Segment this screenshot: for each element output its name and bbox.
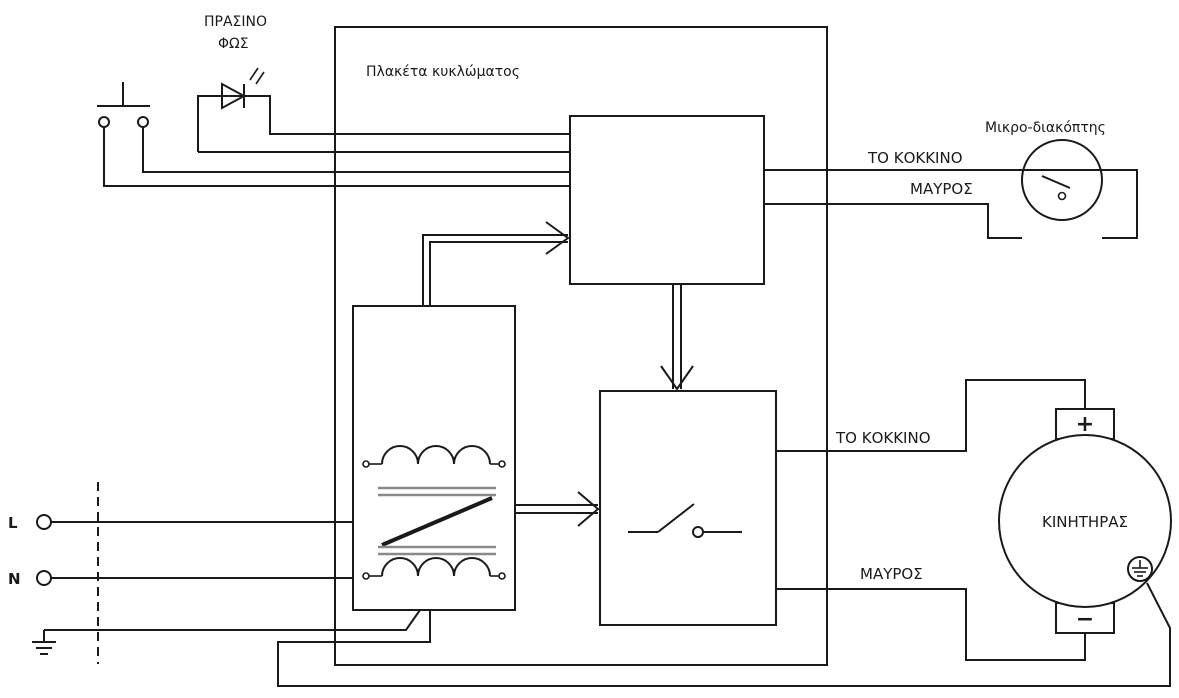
black-wire-label-top: ΜΑΥΡΟΣ bbox=[910, 180, 973, 198]
motor-plus-sign: + bbox=[1076, 412, 1094, 437]
motor: ΚΙΝΗΤΗΡΑΣ + − bbox=[998, 408, 1172, 634]
ground-icon bbox=[32, 630, 56, 655]
black-wire-label-motor: ΜΑΥΡΟΣ bbox=[860, 565, 923, 583]
relay-switch-icon bbox=[628, 503, 742, 538]
ground-wire bbox=[44, 609, 421, 631]
red-wire-label-top: ΤΟ ΚΟΚΚΙΝΟ bbox=[867, 149, 963, 167]
controller-block bbox=[569, 115, 765, 285]
red-wire-motor bbox=[776, 379, 1086, 452]
led-icon bbox=[197, 67, 570, 153]
relay-block bbox=[599, 390, 777, 626]
circuit-board-label: Πλακέτα κυκλώματος bbox=[366, 64, 520, 80]
red-wire-label-motor: ΤΟ ΚΟΚΚΙΝΟ bbox=[835, 429, 931, 447]
motor-minus-sign: − bbox=[1076, 607, 1094, 632]
black-wire-top bbox=[764, 203, 1022, 239]
transformer-icon bbox=[362, 445, 506, 580]
terminal-n bbox=[36, 570, 52, 586]
terminal-l bbox=[36, 514, 52, 530]
arrow-controller-to-relay bbox=[660, 284, 694, 391]
terminal-l-label: L bbox=[8, 514, 18, 532]
red-wire-top bbox=[764, 169, 1138, 239]
motor-ground-wire bbox=[277, 582, 1171, 687]
black-wire-motor bbox=[776, 588, 1086, 661]
terminal-n-label: N bbox=[8, 570, 21, 588]
micro-switch-label: Μικρο-διακόπτης bbox=[985, 120, 1106, 136]
green-light-label-line2: ΦΩΣ bbox=[218, 36, 249, 52]
micro-switch-icon bbox=[1021, 139, 1103, 221]
push-button bbox=[97, 82, 570, 187]
arrow-psu-to-controller bbox=[422, 221, 570, 306]
arrow-psu-to-relay bbox=[515, 491, 600, 527]
green-light-label-line1: ΠΡΑΣΙΝΟ bbox=[204, 14, 267, 30]
circuit-board-outline bbox=[334, 26, 828, 666]
earth-ground-icon bbox=[1127, 556, 1153, 582]
motor-label: ΚΙΝΗΤΗΡΑΣ bbox=[1042, 513, 1128, 531]
power-supply-block bbox=[352, 305, 516, 611]
